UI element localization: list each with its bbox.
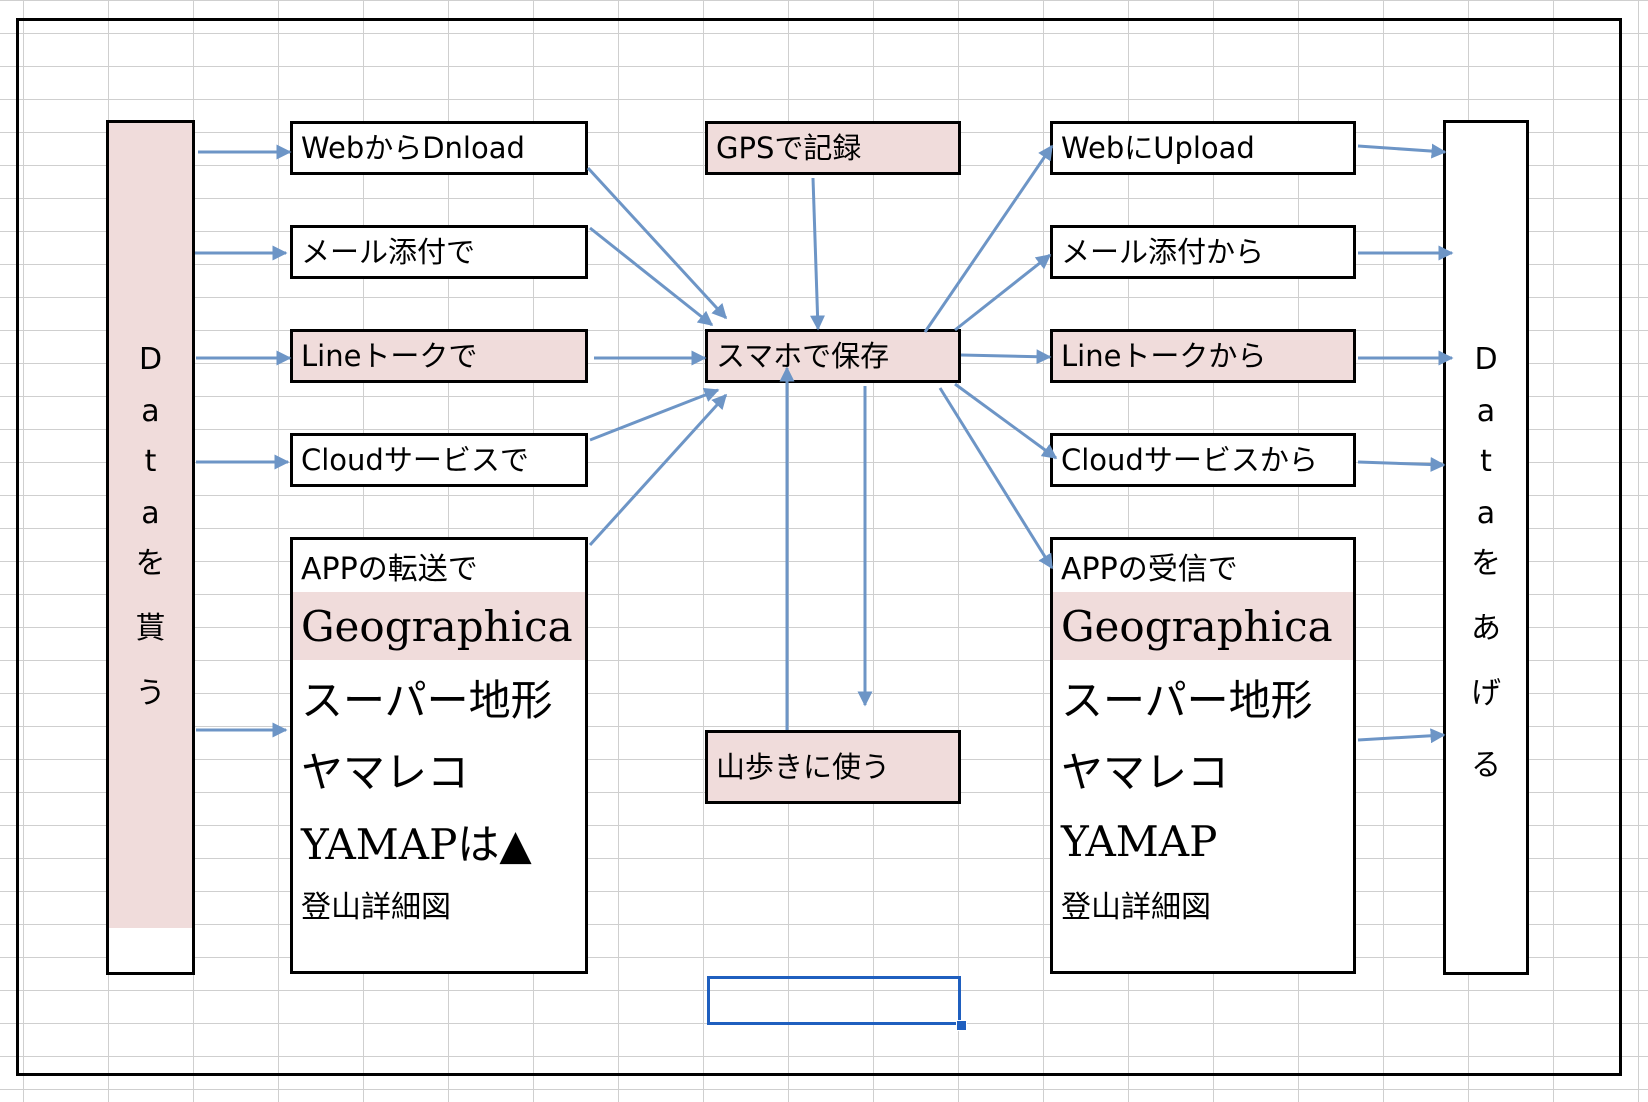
box-label: Cloudサービスで [301, 442, 529, 477]
box-label: スマホで保存 [716, 338, 890, 373]
source-mail-attachment: メール添付で [290, 225, 588, 279]
arrow [1357, 457, 1446, 473]
box-label: Lineトークで [301, 338, 478, 373]
source-web-download: WebからDnload [290, 121, 588, 175]
box-label: メール添付で [301, 234, 476, 269]
column-char: t [144, 444, 157, 479]
target-app-receive: APPの受信で Geographica スーパー地形 ヤマレコ YAMAP 登山… [1050, 537, 1356, 974]
column-char: を [1471, 546, 1501, 581]
app-item: YAMAPは▲ [301, 819, 532, 869]
box-label: GPSで記録 [716, 130, 862, 165]
arrow [589, 387, 720, 442]
arrow [589, 226, 714, 327]
arrow [810, 177, 826, 331]
app-header: APPの転送で [301, 552, 478, 587]
source-app-transfer: APPの転送で Geographica スーパー地形 ヤマレコ YAMAPは▲ … [290, 537, 588, 974]
arrow [960, 349, 1052, 365]
app-footer: 登山詳細図 [301, 890, 451, 925]
box-label: Lineトークから [1061, 338, 1267, 373]
app-header: APPの受信で [1061, 552, 1238, 587]
arrow [938, 387, 1054, 570]
arrow [923, 144, 1054, 333]
arrow [954, 382, 1058, 460]
source-line-talk: Lineトークで [290, 329, 588, 383]
target-mail-attachment: メール添付から [1050, 225, 1356, 279]
smartphone-save-box: スマホで保存 [705, 329, 961, 383]
app-item: Geographica [293, 592, 585, 660]
column-char: a [141, 496, 160, 531]
target-line-talk: Lineトークから [1050, 329, 1356, 383]
column-char: D [1474, 342, 1498, 377]
column-char: a [141, 394, 160, 429]
target-cloud-service: Cloudサービスから [1050, 433, 1356, 487]
column-char: D [138, 342, 163, 377]
app-item: スーパー地形 [1061, 675, 1313, 725]
app-footer: 登山詳細図 [1061, 890, 1211, 925]
app-item: Geographica [1053, 592, 1353, 660]
arrow [1357, 143, 1447, 159]
app-item: YAMAP [1061, 816, 1218, 866]
box-label: Cloudサービスから [1061, 442, 1318, 477]
app-item: スーパー地形 [301, 675, 553, 725]
box-label: メール添付から [1061, 234, 1265, 269]
box-label: 山歩きに使う [716, 749, 891, 784]
box-label: WebにUpload [1061, 130, 1255, 165]
arrow [954, 253, 1052, 332]
receive-data-column: D a t a を 貰 う [106, 120, 195, 975]
gps-record-box: GPSで記録 [705, 121, 961, 175]
mountain-hike-box: 山歩きに使う [705, 730, 961, 804]
box-label: WebからDnload [301, 130, 525, 165]
arrow [588, 393, 728, 547]
target-web-upload: WebにUpload [1050, 121, 1356, 175]
fill-handle[interactable] [956, 1020, 967, 1031]
arrow [586, 166, 728, 320]
column-char: a [1476, 496, 1496, 531]
column-char: う [135, 676, 166, 711]
app-item: ヤマレコ [1061, 747, 1230, 797]
app-item: ヤマレコ [301, 747, 470, 797]
column-char: る [1471, 748, 1501, 783]
column-char: あ [1471, 611, 1501, 646]
column-char: を [135, 546, 166, 581]
source-cloud-service: Cloudサービスで [290, 433, 588, 487]
column-char: げ [1471, 676, 1501, 711]
column-char: t [1480, 444, 1492, 479]
diagram-frame [16, 18, 1622, 1076]
selected-cell[interactable] [707, 976, 961, 1025]
column-char: 貰 [135, 611, 166, 646]
give-data-column: D a t a を あ げ る [1443, 120, 1529, 975]
column-char: a [1476, 394, 1496, 429]
arrow [1357, 728, 1446, 744]
